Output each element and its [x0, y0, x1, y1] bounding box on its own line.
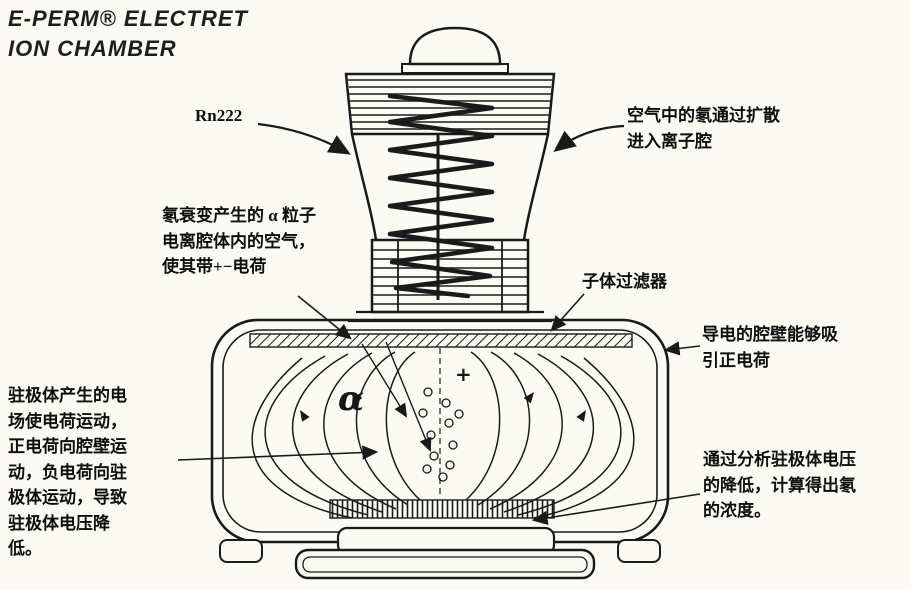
plus-symbol: +	[455, 362, 472, 386]
neck-inner-tube	[397, 240, 503, 312]
field-lines-left	[251, 351, 421, 519]
alpha-track	[385, 341, 432, 452]
field-arrowhead	[523, 392, 534, 404]
page-title: E-PERM® ELECTRET ION CHAMBER	[8, 6, 248, 61]
spring-coil	[387, 93, 495, 299]
cap-collar	[401, 63, 509, 74]
label-rn222: Rn222	[195, 106, 243, 125]
chamber-interior: α +	[338, 341, 472, 498]
ion-dot	[423, 387, 433, 397]
filter-arrow	[550, 293, 585, 332]
decay-arrow	[297, 295, 352, 340]
field-label-arrow	[177, 445, 379, 461]
alpha-symbol: α	[338, 379, 364, 419]
electret-hatch	[329, 499, 555, 519]
label-analysis: 通过分析驻极体电压 的降低，计算得出氡 的浓度。	[703, 450, 856, 520]
ion-dot	[429, 451, 439, 461]
neck-threads	[372, 249, 528, 305]
analysis-arrow	[531, 493, 701, 526]
diffusion-arrow	[553, 124, 625, 153]
cap-dome	[408, 26, 502, 66]
electret-base	[219, 499, 661, 580]
pedestal-inner-line	[302, 556, 588, 573]
field-lines-right	[465, 351, 635, 519]
foot-right	[617, 539, 661, 563]
ion-dot	[438, 472, 448, 482]
funnel-sides	[350, 133, 550, 241]
field-arrowhead	[300, 410, 310, 422]
field-arrowhead	[576, 410, 586, 422]
label-decay: 氡衰变产生的 α 粒子 电离腔体内的空气， 使其带+−电荷	[162, 206, 316, 276]
label-filter: 子体过滤器	[582, 272, 667, 291]
ion-dot	[454, 409, 464, 419]
label-wall: 导电的腔壁能够吸 引正电荷	[702, 325, 838, 370]
field-arrowhead	[352, 392, 363, 404]
ion-dot	[418, 408, 428, 418]
leader-arrows	[177, 122, 701, 526]
label-diffusion: 空气中的氡通过扩散 进入离子腔	[627, 106, 780, 151]
ion-dot	[445, 460, 455, 470]
neck-outline	[370, 238, 530, 314]
pedestal-lower	[294, 548, 596, 580]
foot-left	[219, 539, 263, 563]
ion-dot	[444, 418, 454, 428]
alpha-track	[361, 343, 408, 418]
field-lines	[251, 351, 635, 519]
rn222-arrow	[257, 122, 351, 155]
ion-dot	[448, 440, 458, 450]
progeny-filter-strip	[249, 333, 633, 348]
ion-dot	[422, 464, 432, 474]
ion-dot	[426, 430, 436, 440]
ion-dot	[441, 398, 451, 408]
wall-arrow	[663, 341, 701, 356]
cap-assembly	[344, 26, 556, 300]
label-electret-field: 驻极体产生的电 场使电荷运动， 正电荷向腔壁运 动，负电荷向驻 极体运动，导致 …	[8, 386, 127, 558]
